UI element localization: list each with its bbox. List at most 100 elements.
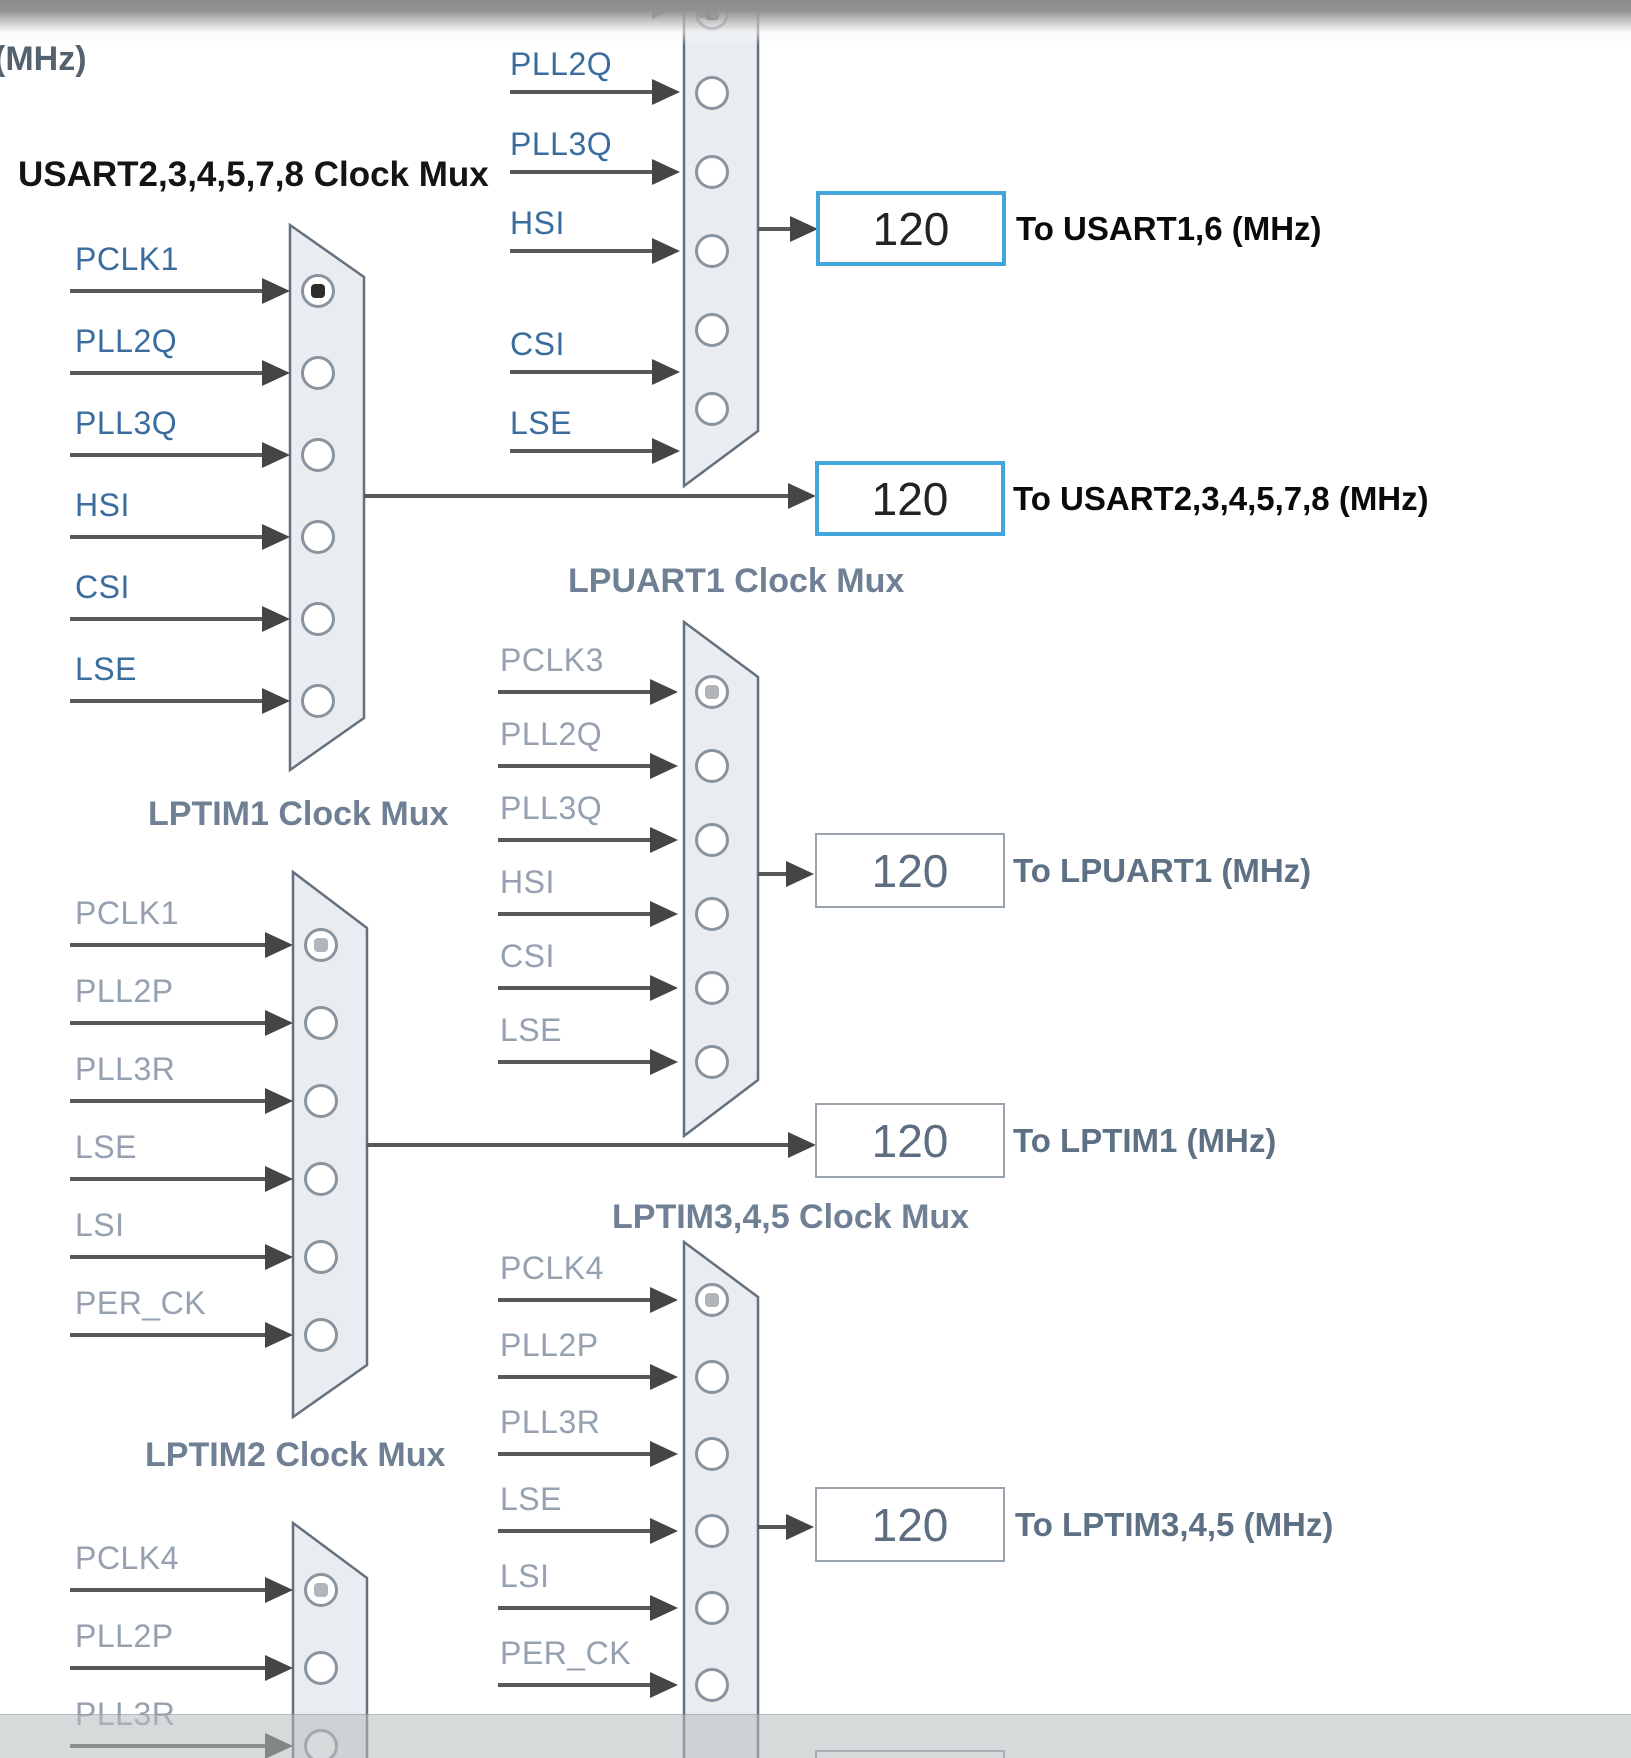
mux-title-lptim1: LPTIM1 Clock Mux <box>148 795 449 833</box>
input-line <box>510 249 652 253</box>
input-label-lse: LSE <box>75 1129 137 1165</box>
output-label-lpuart1: To LPUART1 (MHz) <box>1013 852 1312 889</box>
radio-dot <box>705 1293 719 1307</box>
arrowhead-icon <box>262 360 290 386</box>
radio-lptim1-pclk1[interactable] <box>304 928 338 962</box>
radio-lpuart1-lse[interactable] <box>695 1045 729 1079</box>
radio-usart2345678-lse[interactable] <box>301 684 335 718</box>
radio-lptim345-lse[interactable] <box>695 1514 729 1548</box>
radio-dot <box>314 1583 328 1597</box>
output-label-lptim1: To LPTIM1 (MHz) <box>1013 1122 1277 1159</box>
radio-lptim345-pll2p[interactable] <box>695 1360 729 1394</box>
radio-lptim345-pclk4[interactable] <box>695 1283 729 1317</box>
input-line <box>70 453 262 457</box>
radio-lpuart1-hsi[interactable] <box>695 897 729 931</box>
input-line <box>510 449 652 453</box>
input-label-pclk4: PCLK4 <box>75 1540 179 1576</box>
radio-lptim2-pll2p[interactable] <box>304 1651 338 1685</box>
radio-lpuart1-pll2q[interactable] <box>695 749 729 783</box>
output-line-lpuart1 <box>758 872 788 876</box>
input-label-hsi: HSI <box>510 205 565 241</box>
radio-lpuart1-csi[interactable] <box>695 971 729 1005</box>
freq-box-lpuart1: 120 <box>815 833 1005 908</box>
arrowhead-icon <box>650 753 678 779</box>
arrowhead-icon <box>262 524 290 550</box>
input-label-pll2q: PLL2Q <box>500 716 603 752</box>
arrowhead-icon <box>786 1514 814 1540</box>
input-line <box>498 690 650 694</box>
input-line <box>498 1606 650 1610</box>
arrowhead-icon <box>265 1010 293 1036</box>
radio-usart2345678-pll2q[interactable] <box>301 356 335 390</box>
radio-lptim1-lsi[interactable] <box>304 1240 338 1274</box>
input-line <box>510 370 652 374</box>
input-label-lse: LSE <box>510 405 572 441</box>
radio-usart16-pll2q[interactable] <box>695 76 729 110</box>
arrowhead-icon <box>650 901 678 927</box>
top-fade-overlay <box>0 0 1631 46</box>
input-line <box>498 1452 650 1456</box>
input-label-lse: LSE <box>500 1012 562 1048</box>
mux-title-lptim345: LPTIM3,4,5 Clock Mux <box>612 1198 970 1236</box>
radio-lptim2-pclk4[interactable] <box>304 1573 338 1607</box>
input-line <box>498 1060 650 1064</box>
input-line <box>498 912 650 916</box>
arrowhead-icon <box>265 1322 293 1348</box>
output-line-usart2345678 <box>364 494 788 498</box>
radio-lptim345-pll3r[interactable] <box>695 1437 729 1471</box>
input-label-pll2q: PLL2Q <box>75 323 178 359</box>
freq-box-usart2345678[interactable]: 120 <box>815 461 1005 536</box>
radio-dot <box>314 938 328 952</box>
radio-usart2345678-pclk1[interactable] <box>301 274 335 308</box>
radio-usart2345678-pll3q[interactable] <box>301 438 335 472</box>
input-label-pclk3: PCLK3 <box>500 642 604 678</box>
input-label-pll2p: PLL2P <box>500 1327 599 1363</box>
radio-usart16-pll3q[interactable] <box>695 155 729 189</box>
radio-lptim345-perck[interactable] <box>695 1668 729 1702</box>
input-label-csi: CSI <box>75 569 130 605</box>
input-label-lse: LSE <box>500 1481 562 1517</box>
arrowhead-icon <box>652 438 680 464</box>
arrowhead-icon <box>788 1132 816 1158</box>
mux-title-lptim2: LPTIM2 Clock Mux <box>145 1436 446 1474</box>
radio-lptim1-perck[interactable] <box>304 1318 338 1352</box>
arrowhead-icon <box>262 688 290 714</box>
arrowhead-icon <box>262 442 290 468</box>
radio-lptim345-lsi[interactable] <box>695 1591 729 1625</box>
arrowhead-icon <box>265 1577 293 1603</box>
radio-lpuart1-pclk3[interactable] <box>695 675 729 709</box>
radio-lpuart1-pll3q[interactable] <box>695 823 729 857</box>
radio-usart2345678-csi[interactable] <box>301 602 335 636</box>
input-line <box>70 1588 265 1592</box>
radio-lptim1-lse[interactable] <box>304 1162 338 1196</box>
output-label-usart16: To USART1,6 (MHz) <box>1016 210 1322 247</box>
input-label-pll3r: PLL3R <box>500 1404 601 1440</box>
radio-lptim1-pll3r[interactable] <box>304 1084 338 1118</box>
arrowhead-icon <box>265 1088 293 1114</box>
input-line <box>70 1099 265 1103</box>
input-label-pclk1: PCLK1 <box>75 241 179 277</box>
arrowhead-icon <box>650 1595 678 1621</box>
radio-dot <box>705 685 719 699</box>
radio-usart16-csi[interactable] <box>695 313 729 347</box>
radio-usart16-hsi[interactable] <box>695 234 729 268</box>
input-label-lsi: LSI <box>500 1558 550 1594</box>
radio-lptim1-pll2p[interactable] <box>304 1006 338 1040</box>
input-line <box>498 764 650 768</box>
input-label-lse: LSE <box>75 651 137 687</box>
arrowhead-icon <box>650 827 678 853</box>
arrowhead-icon <box>650 1364 678 1390</box>
radio-usart16-lse[interactable] <box>695 392 729 426</box>
input-line <box>70 371 262 375</box>
bottom-bar-overlay <box>0 1714 1631 1758</box>
arrowhead-icon <box>650 1287 678 1313</box>
freq-box-usart16[interactable]: 120 <box>816 191 1006 266</box>
input-line <box>70 943 265 947</box>
arrowhead-icon <box>650 1049 678 1075</box>
input-line <box>498 1375 650 1379</box>
arrowhead-icon <box>650 679 678 705</box>
arrowhead-icon <box>790 216 818 242</box>
radio-usart2345678-hsi[interactable] <box>301 520 335 554</box>
input-line <box>498 1529 650 1533</box>
